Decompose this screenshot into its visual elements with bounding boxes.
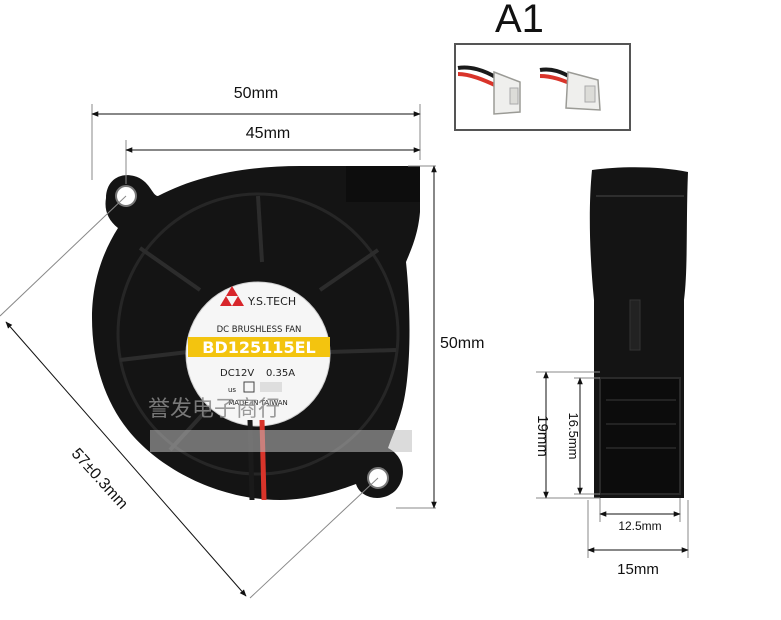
label-model: BD125115EL bbox=[202, 338, 315, 357]
watermark: 誉发电子商行 bbox=[148, 397, 280, 422]
dim-front-width: 50mm bbox=[234, 85, 278, 102]
dim-inner-width: 45mm bbox=[246, 125, 290, 142]
dim-outlet-height: 16.5mm bbox=[566, 413, 581, 460]
dim-front-height: 50mm bbox=[440, 335, 484, 352]
front-dimensions bbox=[0, 104, 437, 599]
side-dimensions bbox=[536, 371, 689, 558]
connector-right bbox=[539, 67, 601, 111]
ys-logo-icon bbox=[220, 286, 244, 306]
connector-inset: A1 bbox=[454, 0, 631, 131]
dim-diagonal-line bbox=[5, 321, 247, 597]
label-current: 0.35A bbox=[266, 368, 295, 379]
dim-diagonal: 57±0.3mm bbox=[68, 445, 131, 512]
connector-left bbox=[457, 65, 521, 115]
fan-front-view: Y.S.TECH DC BRUSHLESS FAN BD125115EL DC1… bbox=[92, 166, 420, 501]
connector-title: A1 bbox=[495, 0, 544, 41]
label-cert: us bbox=[228, 386, 236, 394]
side-outlet bbox=[599, 377, 681, 495]
dim-side-width: 15mm bbox=[617, 561, 659, 578]
dim-outlet-width: 12.5mm bbox=[618, 519, 661, 533]
label-voltage: DC12V bbox=[220, 368, 254, 379]
label-brand: Y.S.TECH bbox=[247, 295, 296, 308]
fan-side-view bbox=[589, 167, 688, 498]
dim-side-height: 19mm bbox=[534, 415, 551, 457]
label-origin: MADE IN TAIWAN bbox=[228, 399, 288, 407]
label-type: DC BRUSHLESS FAN bbox=[217, 325, 302, 335]
